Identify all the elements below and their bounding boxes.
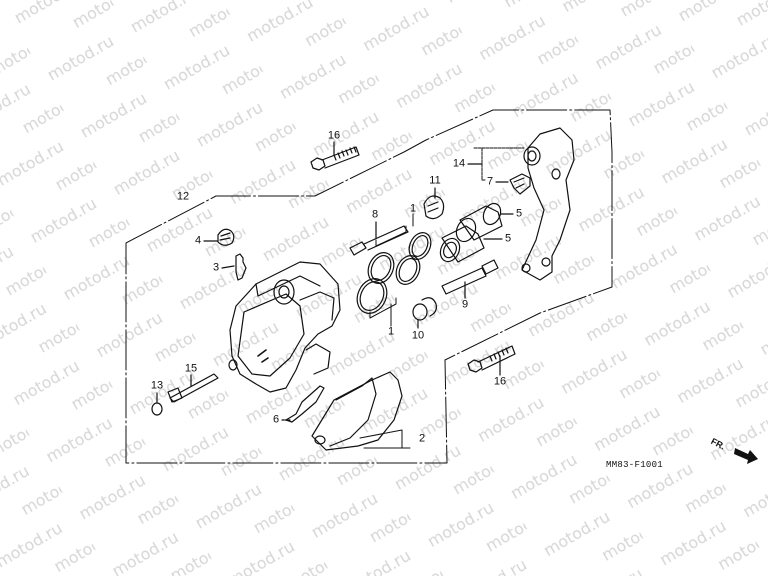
boot-10	[412, 297, 437, 329]
drawing-code: MM83-F1001	[606, 460, 664, 470]
callout-16-top[interactable]: 16	[327, 129, 341, 142]
front-direction-arrow	[734, 448, 758, 464]
callout-12[interactable]: 12	[176, 190, 190, 203]
callout-9[interactable]: 9	[461, 298, 469, 311]
callout-1-top[interactable]: 1	[409, 202, 417, 215]
callout-16-bottom[interactable]: 16	[493, 375, 507, 388]
callout-2[interactable]: 2	[418, 432, 426, 445]
callout-4[interactable]: 4	[194, 234, 202, 247]
callout-11[interactable]: 11	[429, 174, 441, 187]
pad-pin-plug-13	[151, 392, 163, 416]
bolt-16-bottom	[467, 345, 516, 376]
piston-seals-1	[356, 213, 432, 327]
pad-pin-15	[167, 373, 219, 403]
callout-10[interactable]: 10	[411, 329, 425, 342]
boot-11	[423, 187, 445, 220]
callout-7[interactable]: 7	[486, 175, 494, 188]
bolt-16-top	[310, 141, 360, 171]
callout-14[interactable]: 14	[452, 157, 466, 170]
callout-13[interactable]: 13	[150, 379, 164, 392]
bleeder-screw-3	[221, 253, 247, 281]
callout-3[interactable]: 3	[212, 261, 220, 274]
callout-15[interactable]: 15	[184, 362, 198, 375]
callout-5-lower[interactable]: 5	[504, 232, 512, 245]
brake-pads-2	[311, 371, 411, 451]
callout-6[interactable]: 6	[272, 413, 280, 426]
pistons-5	[439, 202, 514, 263]
caliper-pin-8	[349, 221, 409, 256]
caliper-pin-9	[441, 259, 499, 299]
pad-shim-6	[281, 385, 325, 423]
callout-1-bottom[interactable]: 1	[387, 325, 395, 338]
callout-5-upper[interactable]: 5	[515, 207, 523, 220]
callout-8[interactable]: 8	[371, 208, 379, 221]
bleeder-cap-4	[203, 228, 235, 246]
pad-spring-7	[495, 173, 531, 195]
caliper-body	[228, 261, 341, 393]
assembly-boundary	[125, 109, 613, 464]
caliper-bracket-14	[467, 127, 575, 281]
